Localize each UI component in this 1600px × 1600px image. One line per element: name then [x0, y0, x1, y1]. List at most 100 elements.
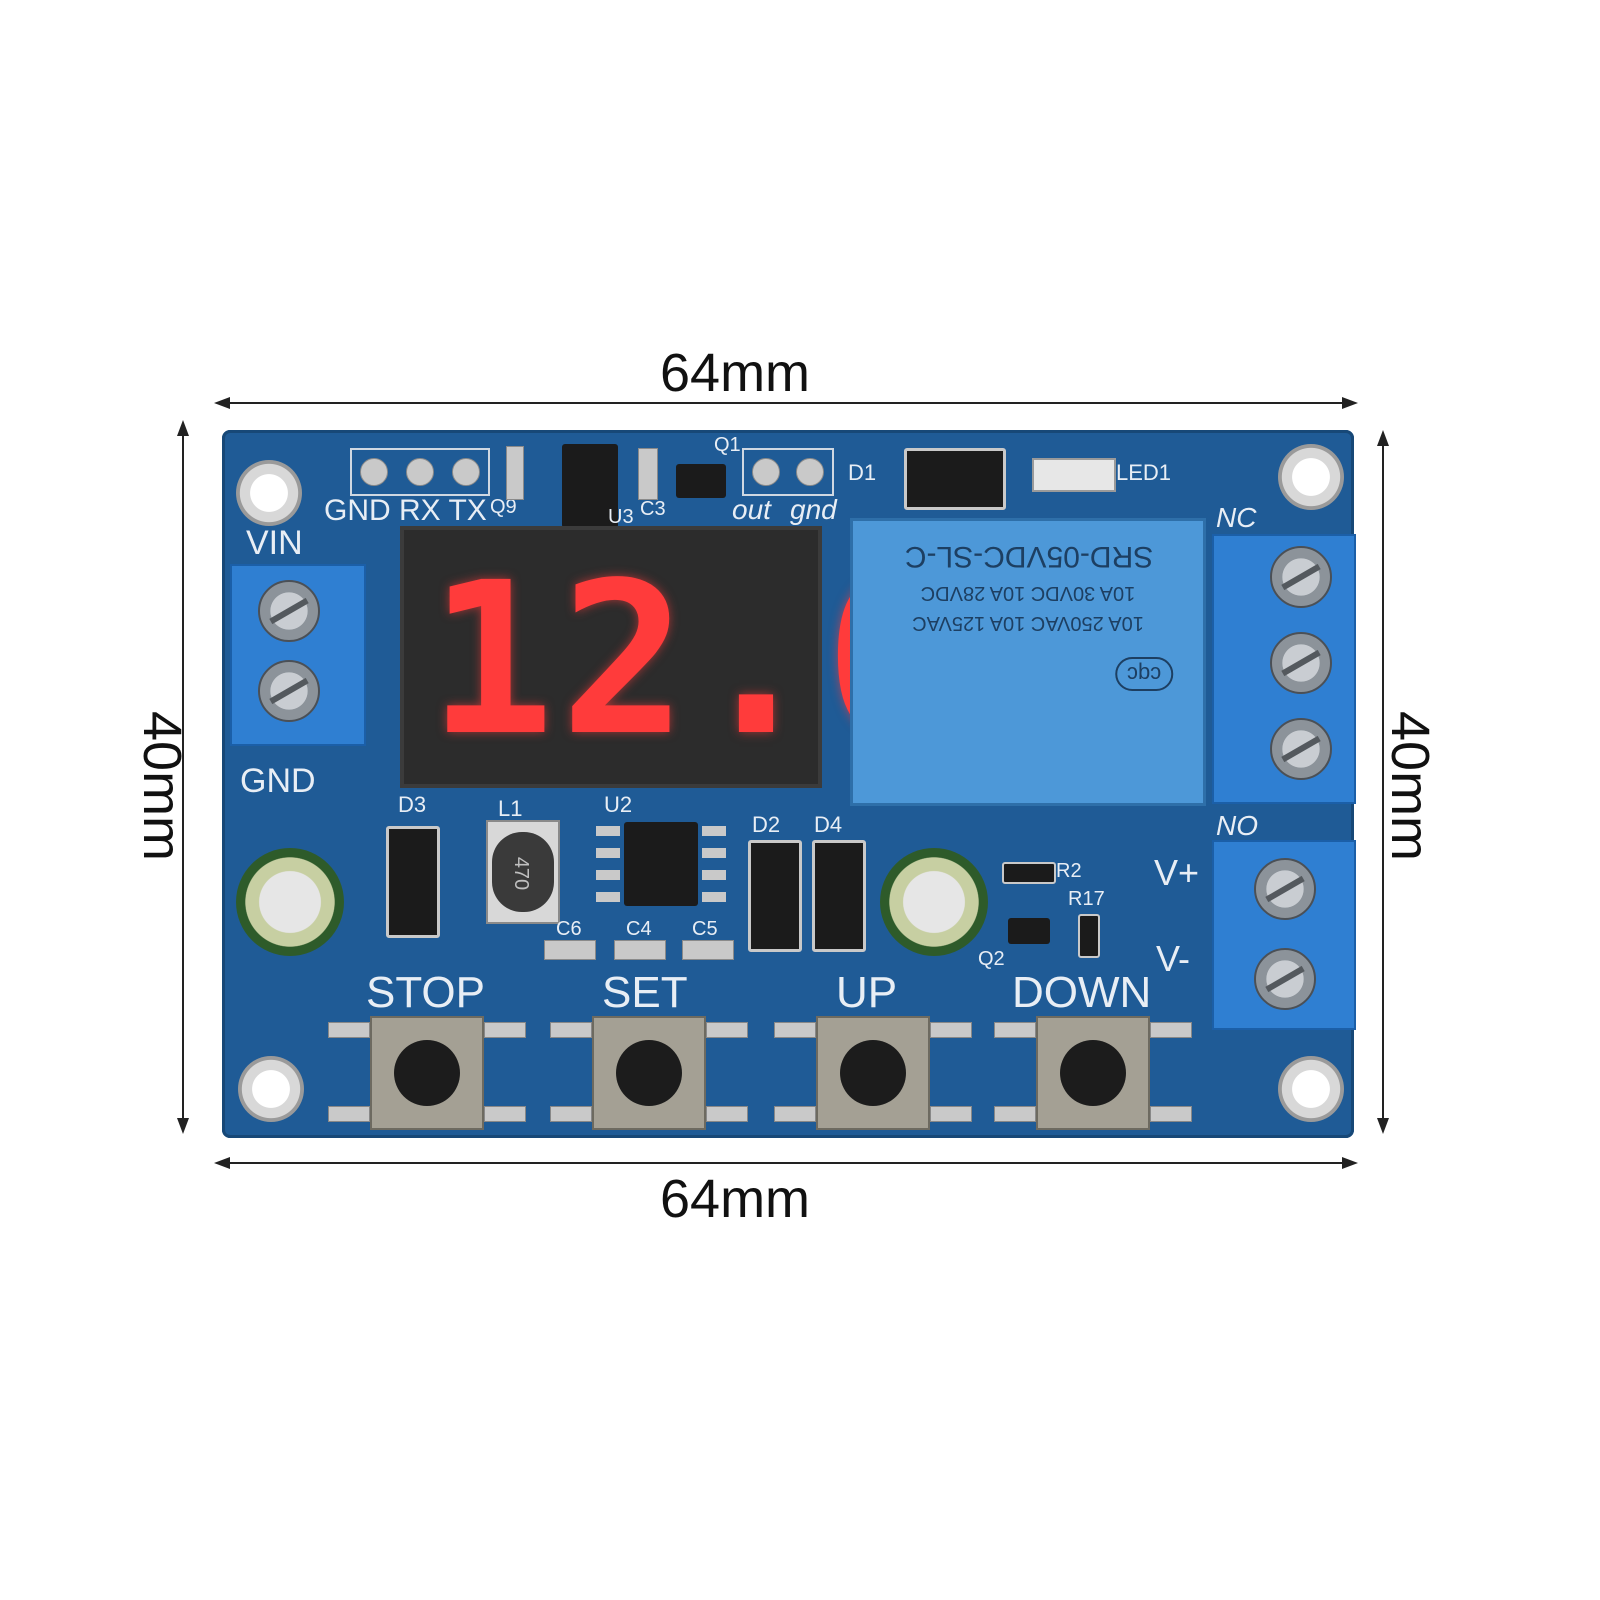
stop-button-leg [484, 1022, 526, 1038]
v-plus-label: V+ [1154, 852, 1200, 893]
bottom-arrow-left [214, 1157, 230, 1169]
gnd-label: GND [240, 762, 316, 800]
mounting-hole-top-left [236, 460, 302, 526]
down-label: DOWN [1012, 968, 1152, 1017]
relay-screw-com[interactable] [1270, 632, 1332, 694]
u2-label: U2 [604, 792, 633, 817]
down-button[interactable] [994, 1016, 1192, 1130]
vin-label: VIN [246, 524, 303, 562]
r17-label: R17 [1068, 888, 1105, 910]
capacitor-c3 [638, 448, 658, 500]
q9-label: Q9 [490, 496, 517, 518]
down-button-leg [1150, 1022, 1192, 1038]
resistor-r2 [1002, 862, 1056, 884]
top-arrow-left [214, 397, 230, 409]
out-pin-label: out [732, 494, 771, 525]
diode-d4 [812, 840, 866, 952]
capacitor-c5 [682, 940, 734, 960]
left-arrow-down [177, 1118, 189, 1134]
led1 [1032, 458, 1116, 492]
down-button-leg [994, 1022, 1036, 1038]
v-minus-label: V- [1156, 938, 1191, 979]
up-button-leg [930, 1106, 972, 1122]
mounting-hole-bottom-left [238, 1056, 304, 1122]
inductor-mark: 470 [510, 856, 533, 891]
set-button[interactable] [550, 1016, 748, 1130]
sense-screw-positive[interactable] [1254, 858, 1316, 920]
relay-rating-line-1: 10A 30VDC 10A 28VDC [920, 582, 1136, 604]
set-button-leg [706, 1022, 748, 1038]
down-button-leg [1150, 1106, 1192, 1122]
set-button-cap [616, 1040, 682, 1106]
d1-label: D1 [848, 460, 877, 485]
l1-label: L1 [498, 796, 523, 821]
bottom-arrow-right [1342, 1157, 1358, 1169]
up-button-leg [774, 1022, 816, 1038]
right-arrow-up [1377, 430, 1389, 446]
relay-cqc-mark: cqc [1115, 657, 1174, 691]
stop-button[interactable] [328, 1016, 526, 1130]
sense-terminal-block [1212, 840, 1356, 1030]
right-dimension-line [1382, 444, 1384, 1124]
up-button-leg [930, 1022, 972, 1038]
up-button[interactable] [774, 1016, 972, 1130]
relay-screw-no[interactable] [1270, 718, 1332, 780]
electrolytic-capacitor-right [880, 848, 988, 956]
stop-button-leg [328, 1106, 370, 1122]
diode-d2 [748, 840, 802, 952]
q2-label: Q2 [978, 948, 1005, 970]
output-pin-gnd [796, 458, 824, 486]
relay-srd-05vdc: SRD-05VDC-SL-C 10A 30VDC 10A 28VDC 10A 2… [850, 518, 1206, 806]
diode-d3 [386, 826, 440, 938]
electrolytic-capacitor-left [236, 848, 344, 956]
vin-screw-positive[interactable] [258, 580, 320, 642]
header-pin-rx [406, 458, 434, 486]
q1-label: Q1 [714, 434, 741, 456]
set-button-leg [550, 1022, 592, 1038]
inductor-l1: 470 [486, 820, 560, 924]
left-dimension-line [182, 434, 184, 1124]
no-label: NO [1216, 810, 1258, 841]
stop-button-cap [394, 1040, 460, 1106]
header-pin-tx [452, 458, 480, 486]
c5-label: C5 [692, 918, 718, 940]
top-arrow-right [1342, 397, 1358, 409]
regulator-u3 [562, 444, 618, 528]
c4-label: C4 [626, 918, 652, 940]
up-button-cap [840, 1040, 906, 1106]
relay-rating-line-2: 10A 250VAC 10A 125VAC [912, 612, 1144, 634]
set-label: SET [602, 968, 688, 1017]
relay-screw-nc[interactable] [1270, 546, 1332, 608]
down-button-leg [994, 1106, 1036, 1122]
header-pins-label: GND RX TX [324, 494, 487, 527]
relay-timer-board: GND RX TX Q9 U3 C3 Q1 out gnd D1 LED1 VI… [222, 430, 1356, 1138]
output-pin-out [752, 458, 780, 486]
up-button-body [816, 1016, 930, 1130]
inductor-core [492, 832, 554, 912]
output-header [742, 448, 834, 496]
d3-label: D3 [398, 792, 427, 817]
stop-button-leg [484, 1106, 526, 1122]
vin-terminal-block [230, 564, 366, 746]
transistor-q1 [676, 464, 726, 498]
vin-screw-ground[interactable] [258, 660, 320, 722]
ic-u2-pins-right [702, 826, 726, 902]
bottom-width-label: 64mm [660, 1169, 811, 1229]
seven-segment-display: 12.0 [400, 526, 952, 788]
led1-label: LED1 [1116, 460, 1172, 485]
bottom-dimension-line [228, 1162, 1344, 1164]
stop-label: STOP [366, 968, 486, 1017]
sense-screw-negative[interactable] [1254, 948, 1316, 1010]
down-button-cap [1060, 1040, 1126, 1106]
top-dimension-line [228, 402, 1344, 404]
r2-label: R2 [1056, 860, 1082, 882]
stop-button-body [370, 1016, 484, 1130]
resistor-r17 [1078, 914, 1100, 958]
c6-label: C6 [556, 918, 582, 940]
left-arrow-up [177, 420, 189, 436]
serial-header [350, 448, 490, 496]
ic-u2 [624, 822, 698, 906]
capacitor-c4 [614, 940, 666, 960]
right-arrow-down [1377, 1118, 1389, 1134]
capacitor-c6 [544, 940, 596, 960]
